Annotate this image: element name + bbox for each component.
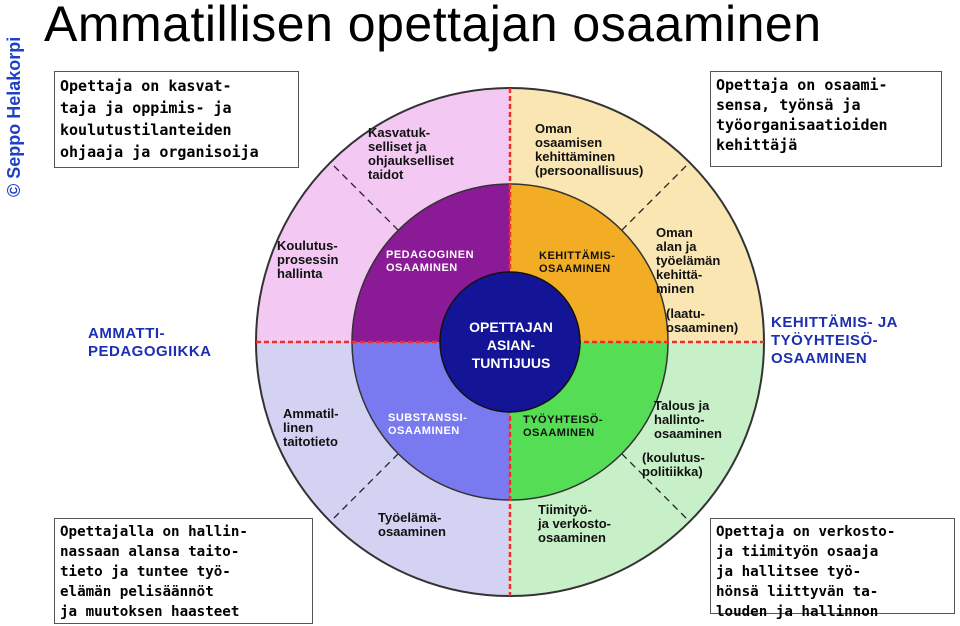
ring-label-oman-osaamisen: Oman osaamisen kehittäminen (persoonalli… xyxy=(535,121,644,178)
page-title: Ammatillisen opettajan osaaminen xyxy=(44,0,822,52)
info-box-bottom-right: Opettaja on verkosto- ja tiimityön osaaj… xyxy=(710,518,955,620)
ring-label-koulutuspolitiikka: (koulutus- politiikka) xyxy=(642,450,705,479)
info-box-top-right: Opettaja on osaami- sensa, työnsä ja työ… xyxy=(710,71,942,167)
ring-label-kasvatukselliset: Kasvatuk- selliset ja ohjaukselliset tai… xyxy=(368,125,454,182)
inner-label-tyoyhteiso: TYÖYHTEISÖ- OSAAMINEN xyxy=(523,414,604,439)
ring-label-koulutusprosessin: Koulutus- prosessin hallinta xyxy=(277,238,339,281)
diagonal-divider-4 xyxy=(329,453,399,523)
inner-label-kehittamis: KEHITTÄMIS- OSAAMINEN xyxy=(539,250,616,275)
ring-label-laatuosaaminen: (laatu- osaaminen) xyxy=(666,306,739,335)
diagonal-divider-3 xyxy=(621,453,691,523)
info-box-top-left: Opettaja on kasvat- taja ja oppimis- ja … xyxy=(54,71,299,168)
center-label: OPETTAJAN ASIAN- TUNTIJUUS xyxy=(469,319,553,371)
diagonal-divider-1 xyxy=(329,161,399,231)
info-box-bottom-left: Opettajalla on hallin- nassaan alansa ta… xyxy=(54,518,313,624)
center-circle xyxy=(439,271,581,413)
diagonal-divider-2 xyxy=(621,161,691,231)
inner-label-pedagoginen: PEDAGOGINEN OSAAMINEN xyxy=(386,249,475,274)
ring-label-tiimityo: Tiimityö- ja verkosto- osaaminen xyxy=(538,502,611,545)
ring-label-oman-alan: Oman alan ja työelämän kehittä- minen xyxy=(656,225,721,296)
ring-label-talous: Talous ja hallinto- osaaminen xyxy=(654,398,722,441)
inner-label-substanssi: SUBSTANSSI- OSAAMINEN xyxy=(388,412,468,437)
side-label-left: AMMATTI- PEDAGOGIIKKA xyxy=(88,325,212,360)
side-label-right: KEHITTÄMIS- JA TYÖYHTEISÖ- OSAAMINEN xyxy=(771,314,898,367)
ring-label-tyoelama: Työelämä- osaaminen xyxy=(378,510,446,539)
ring-label-ammatillinen-taitotieto: Ammatil- linen taitotieto xyxy=(283,406,339,449)
